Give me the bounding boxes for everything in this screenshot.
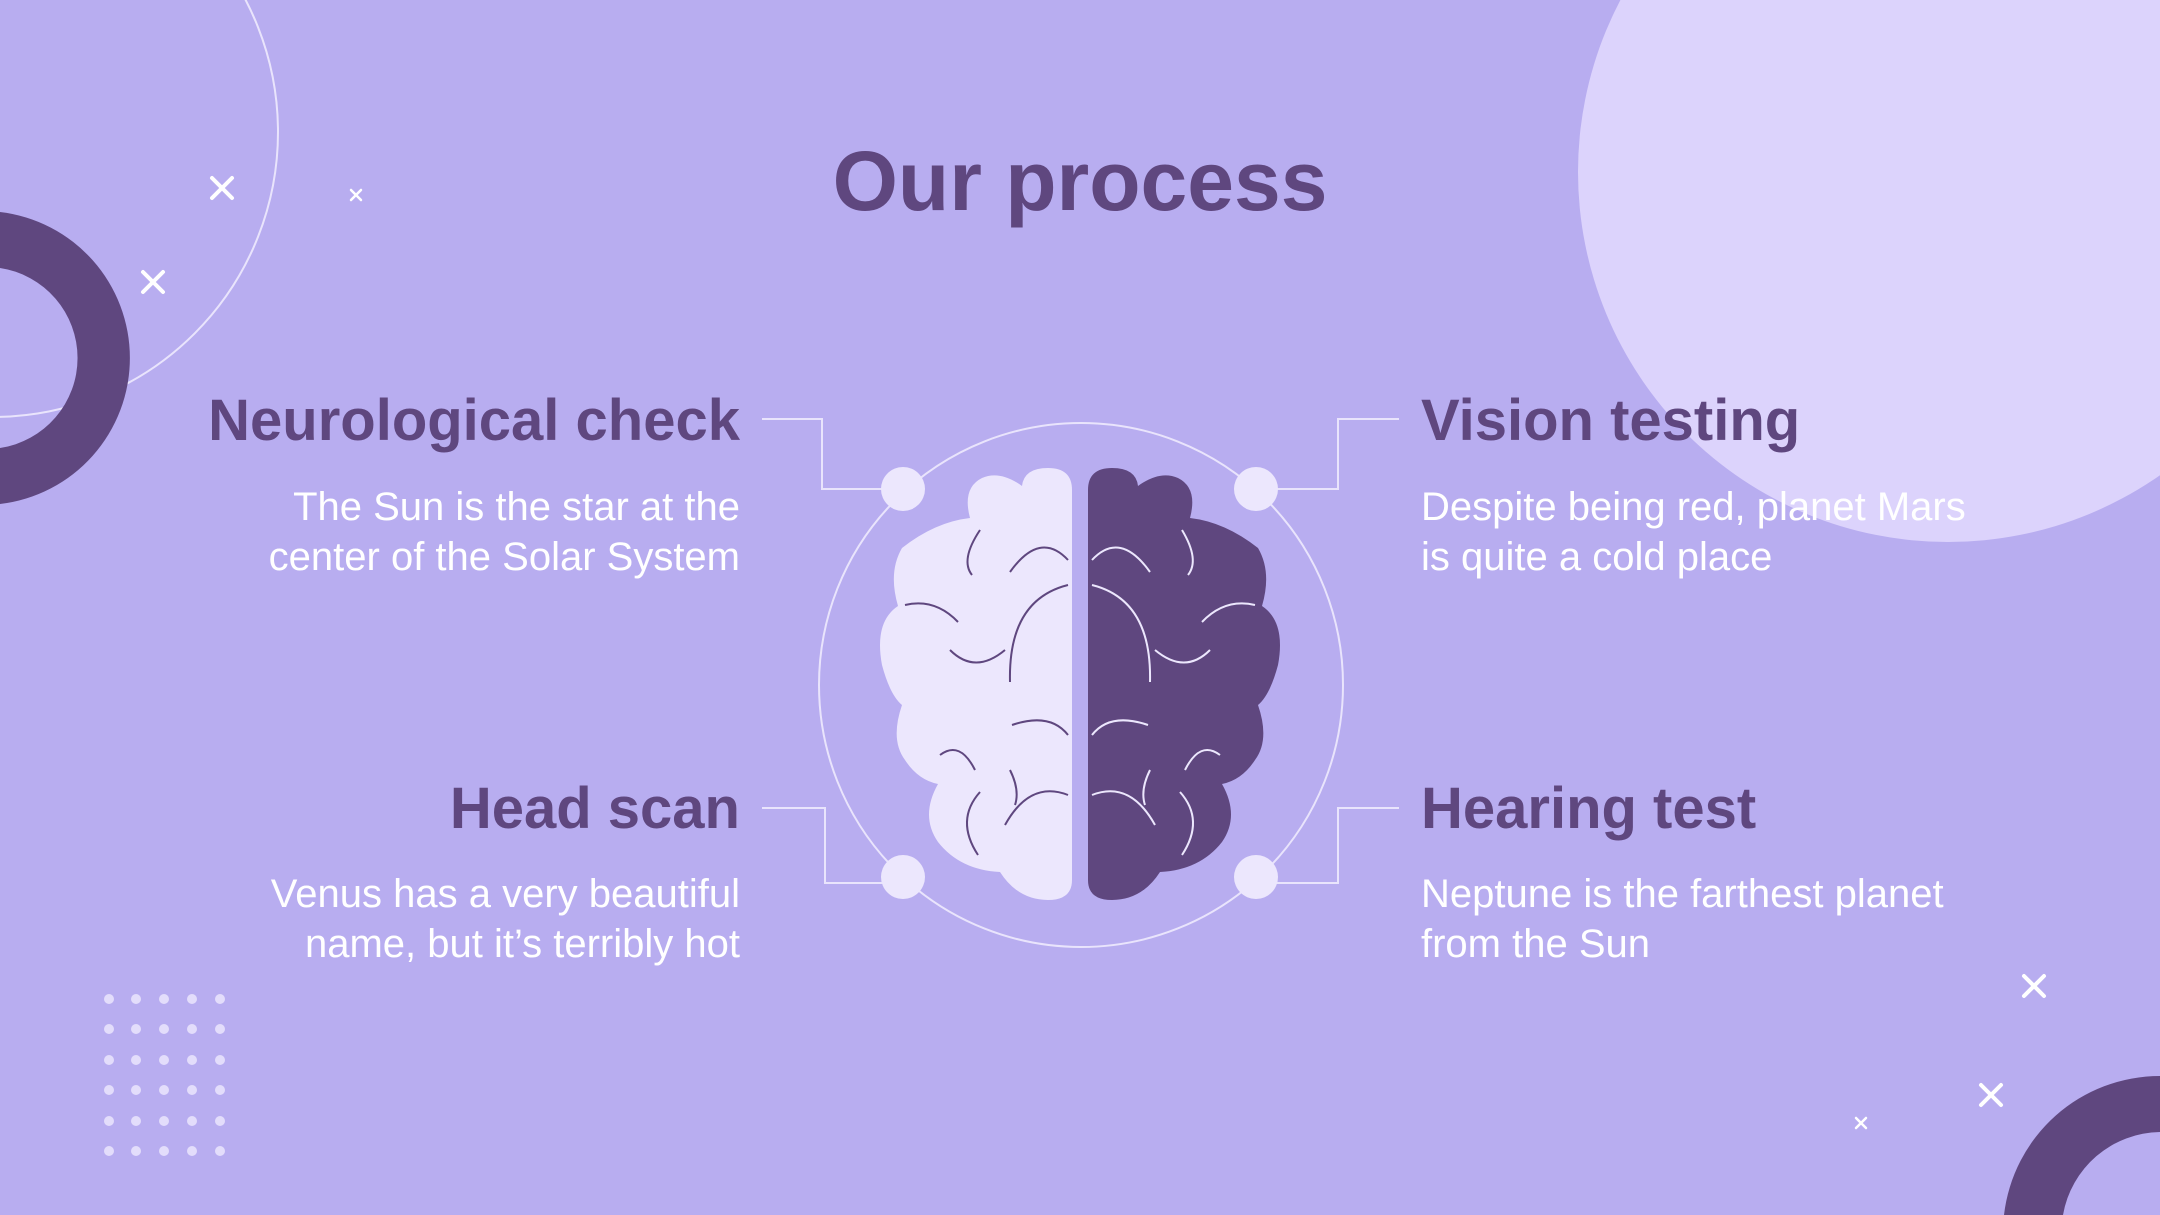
step-desc-vision-testing: Despite being red, planet Mars is quite … — [1421, 485, 1966, 579]
node-top-right — [1234, 467, 1278, 511]
diagram-outline-circle — [818, 422, 1344, 948]
step-desc-hearing-test: Neptune is the farthest planet from the … — [1421, 872, 1944, 966]
step-title-hearing-test: Hearing test — [1421, 776, 1757, 841]
cross-icon — [141, 270, 165, 294]
brain-right-hemisphere — [1088, 468, 1280, 900]
slide-title: Our process — [832, 134, 1328, 228]
dot-grid — [104, 994, 225, 1156]
step-title-vision-testing: Vision testing — [1421, 388, 1801, 453]
connector-bottom-left — [762, 807, 903, 884]
brain-left-hemisphere — [880, 468, 1072, 900]
brain-folds-right — [1091, 529, 1256, 856]
step-title-head-scan: Head scan — [449, 776, 740, 841]
ring-arc-bottom-right — [2004, 1076, 2160, 1215]
node-bottom-right — [1234, 855, 1278, 899]
node-bottom-left — [881, 855, 925, 899]
cross-icon — [349, 188, 363, 202]
step-desc-head-scan: Venus has a very beautiful name, but it’… — [270, 872, 740, 966]
light-circle-top-right — [1578, 0, 2160, 542]
node-top-left — [881, 467, 925, 511]
cross-icon — [2022, 974, 2046, 998]
step-desc-neurological-check: The Sun is the star at the center of the… — [268, 485, 740, 579]
connector-lines — [762, 418, 1399, 884]
outline-circle-top-left — [0, 0, 279, 418]
cross-icon — [1979, 1083, 2003, 1107]
cross-icons — [141, 176, 2046, 1130]
brain-folds-left — [904, 529, 1069, 856]
step-title-neurological-check: Neurological check — [208, 388, 740, 453]
connector-bottom-right — [1256, 807, 1399, 884]
ring-arc-left — [0, 212, 130, 504]
connector-top-right — [1256, 418, 1399, 490]
connector-top-left — [762, 418, 903, 490]
connector-nodes — [881, 467, 1278, 899]
cross-icon — [1854, 1116, 1868, 1130]
cross-icon — [210, 176, 234, 200]
brain-icon — [880, 468, 1280, 900]
